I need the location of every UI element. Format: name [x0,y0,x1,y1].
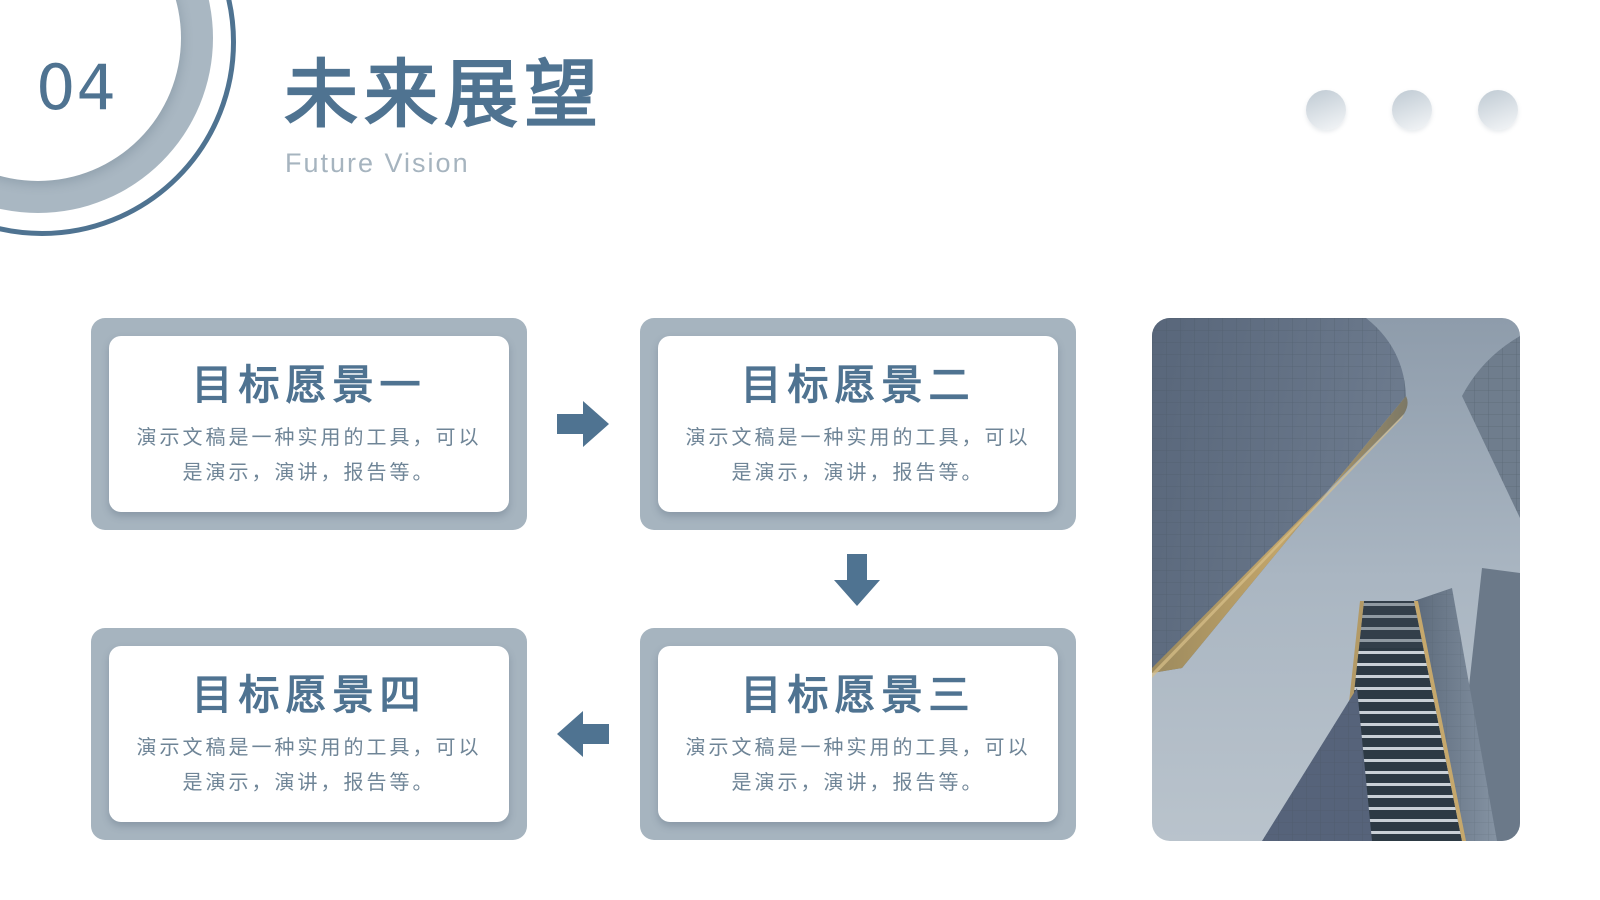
vision-card-1-body: 目标愿景一 演示文稿是一种实用的工具，可以是演示，演讲，报告等。 [109,336,509,512]
vision-card-4-body: 目标愿景四 演示文稿是一种实用的工具，可以是演示，演讲，报告等。 [109,646,509,822]
vision-card-1-description: 演示文稿是一种实用的工具，可以是演示，演讲，报告等。 [136,425,482,484]
vision-card-4-description: 演示文稿是一种实用的工具，可以是演示，演讲，报告等。 [136,735,482,794]
vision-card-2-body: 目标愿景二 演示文稿是一种实用的工具，可以是演示，演讲，报告等。 [658,336,1058,512]
vision-card-3-description: 演示文稿是一种实用的工具，可以是演示，演讲，报告等。 [685,735,1031,794]
vision-card-2-description: 演示文稿是一种实用的工具，可以是演示，演讲，报告等。 [685,425,1031,484]
arrow-left-icon [557,711,609,757]
vision-card-1-title: 目标愿景一 [191,361,427,409]
vision-card-3-body: 目标愿景三 演示文稿是一种实用的工具，可以是演示，演讲，报告等。 [658,646,1058,822]
vision-card-2-title: 目标愿景二 [740,361,976,409]
vision-card-1: 目标愿景一 演示文稿是一种实用的工具，可以是演示，演讲，报告等。 [91,318,527,530]
page-subtitle: Future Vision [285,148,470,178]
vision-card-4-title: 目标愿景四 [191,671,427,719]
vision-card-3-title: 目标愿景三 [740,671,976,719]
skyscraper-photo [1152,318,1520,841]
page-title: 未来展望 [284,52,604,138]
arrow-down-icon [834,554,880,606]
vision-card-3: 目标愿景三 演示文稿是一种实用的工具，可以是演示，演讲，报告等。 [640,628,1076,840]
decorative-dot-3 [1478,90,1518,130]
section-number: 04 [36,51,117,124]
decorative-dot-1 [1306,90,1346,130]
arrow-right-icon [557,401,609,447]
vision-card-2: 目标愿景二 演示文稿是一种实用的工具，可以是演示，演讲，报告等。 [640,318,1076,530]
decorative-dot-2 [1392,90,1432,130]
vision-card-4: 目标愿景四 演示文稿是一种实用的工具，可以是演示，演讲，报告等。 [91,628,527,840]
